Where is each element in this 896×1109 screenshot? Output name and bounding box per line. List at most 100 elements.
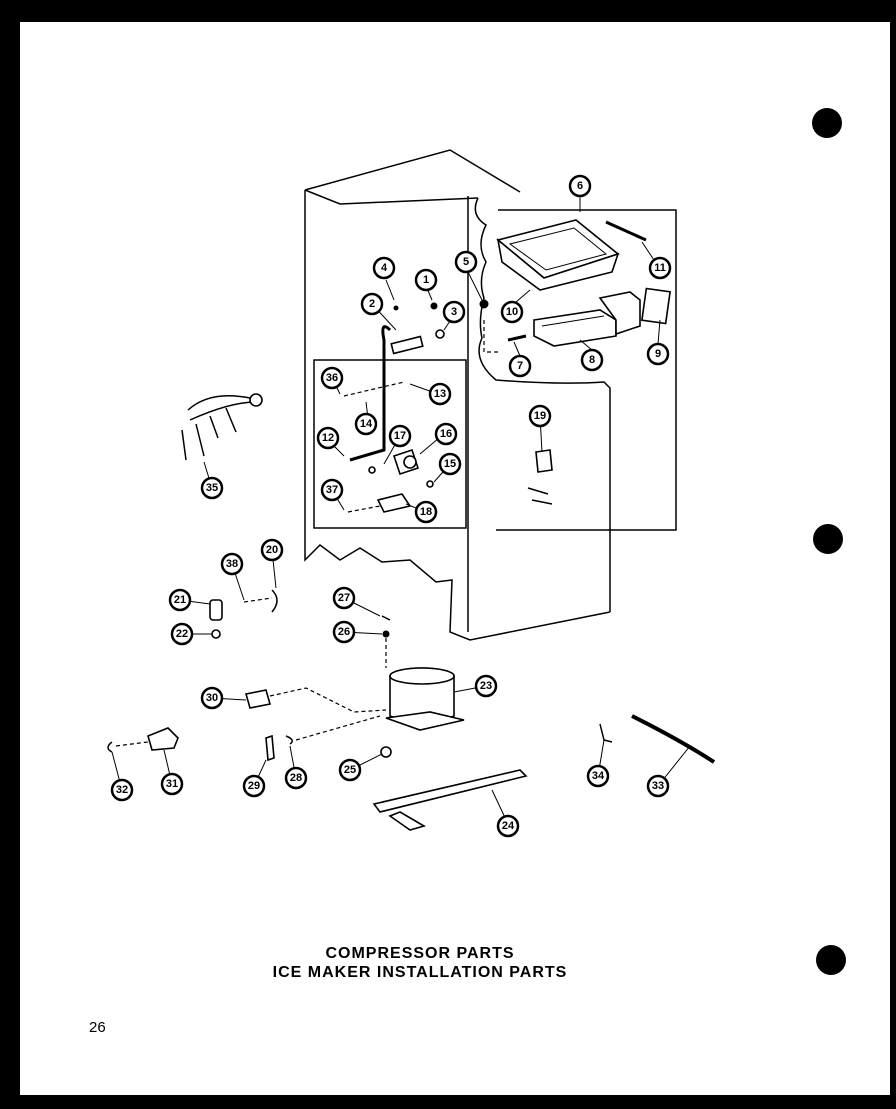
callout-21: 21: [168, 588, 192, 612]
callout-5: 5: [454, 250, 478, 274]
svg-text:20: 20: [266, 544, 278, 556]
svg-text:9: 9: [655, 348, 661, 360]
callout-10: 10: [500, 300, 524, 324]
callout-17: 17: [388, 424, 412, 448]
svg-text:35: 35: [206, 482, 218, 494]
callout-31: 31: [160, 772, 184, 796]
callout-11: 11: [648, 256, 672, 280]
scan-border-left: [0, 0, 20, 1109]
title-line-2: ICE MAKER INSTALLATION PARTS: [272, 964, 568, 981]
part-29: [265, 734, 275, 762]
callout-28: 28: [284, 766, 308, 790]
callout-29: 29: [242, 774, 266, 798]
svg-text:29: 29: [248, 780, 260, 792]
callout-30: 30: [200, 686, 224, 710]
callout-15: 15: [438, 452, 462, 476]
callout-25: 25: [338, 758, 362, 782]
svg-text:5: 5: [463, 256, 469, 268]
base-plate: [372, 769, 528, 831]
svg-text:7: 7: [517, 360, 523, 372]
callout-32: 32: [110, 778, 134, 802]
svg-text:11: 11: [654, 262, 666, 274]
svg-text:30: 30: [206, 692, 218, 704]
callout-27: 27: [332, 586, 356, 610]
callout-6: 6: [568, 174, 592, 198]
callout-9: 9: [646, 342, 670, 366]
title-line-1: COMPRESSOR PARTS: [325, 945, 515, 962]
screw: [507, 334, 527, 342]
callout-18: 18: [414, 500, 438, 524]
cover-31: [147, 727, 179, 751]
svg-text:25: 25: [344, 764, 356, 776]
svg-text:34: 34: [592, 770, 605, 782]
svg-text:31: 31: [166, 778, 178, 790]
callout-38: 38: [220, 552, 244, 576]
callout-22: 22: [170, 622, 194, 646]
svg-text:14: 14: [360, 418, 373, 430]
binder-hole-bottom: [816, 945, 846, 975]
svg-text:18: 18: [420, 506, 432, 518]
callout-20: 20: [260, 538, 284, 562]
callout-36: 36: [320, 366, 344, 390]
svg-text:21: 21: [174, 594, 186, 606]
callout-13: 13: [428, 382, 452, 406]
scan-border-bottom: [0, 1095, 896, 1109]
callout-23: 23: [474, 674, 498, 698]
callout-16: 16: [434, 422, 458, 446]
svg-text:8: 8: [589, 354, 595, 366]
svg-text:17: 17: [394, 430, 406, 442]
callout-14: 14: [354, 412, 378, 436]
svg-text:38: 38: [226, 558, 238, 570]
svg-text:10: 10: [506, 306, 518, 318]
relay: [244, 687, 387, 713]
callout-24: 24: [496, 814, 520, 838]
ice-maker-box: [313, 209, 677, 531]
binder-hole-top: [812, 108, 842, 138]
callout-1: 1: [414, 268, 438, 292]
callout-33: 33: [646, 774, 670, 798]
svg-text:22: 22: [176, 628, 188, 640]
callout-2: 2: [360, 292, 384, 316]
clip-20: [271, 589, 278, 613]
part-4: [393, 305, 399, 311]
callout-19: 19: [528, 404, 552, 428]
svg-text:6: 6: [577, 180, 583, 192]
svg-text:37: 37: [326, 484, 338, 496]
clip-32: [107, 741, 113, 753]
part-27: [381, 615, 391, 621]
callout-37: 37: [320, 478, 344, 502]
scan-border-top: [0, 0, 896, 22]
svg-text:32: 32: [116, 784, 128, 796]
binder-hole-middle: [813, 524, 843, 554]
strap-33: [631, 714, 716, 764]
svg-text:12: 12: [322, 432, 334, 444]
svg-text:28: 28: [290, 772, 302, 784]
svg-text:36: 36: [326, 372, 338, 384]
callout-34: 34: [586, 764, 610, 788]
svg-text:33: 33: [652, 780, 664, 792]
callout-26: 26: [332, 620, 356, 644]
callout-3: 3: [442, 300, 466, 324]
callout-12: 12: [316, 426, 340, 450]
svg-text:19: 19: [534, 410, 546, 422]
svg-text:3: 3: [451, 306, 457, 318]
part-3: [435, 329, 445, 339]
fill-tube: [349, 325, 424, 462]
page-number: 26: [89, 1019, 106, 1036]
svg-text:26: 26: [338, 626, 350, 638]
compressor: [385, 667, 465, 731]
label-card: [640, 287, 672, 325]
part-19-valve: [527, 449, 553, 505]
part-28: [285, 735, 293, 745]
ice-maker: [533, 291, 641, 347]
part-26: [382, 630, 390, 638]
part-1: [430, 302, 438, 310]
svg-text:15: 15: [444, 458, 456, 470]
svg-text:13: 13: [434, 388, 446, 400]
scan-border-right: [890, 0, 896, 1109]
svg-text:4: 4: [381, 262, 388, 274]
capacitor: [209, 599, 223, 621]
wiring-harness: [181, 393, 263, 461]
